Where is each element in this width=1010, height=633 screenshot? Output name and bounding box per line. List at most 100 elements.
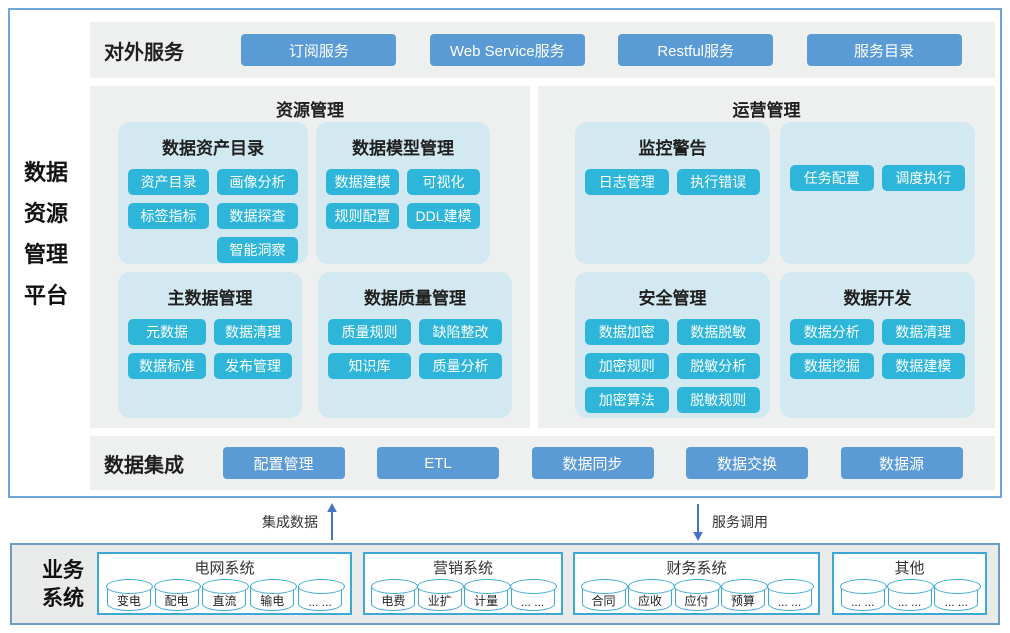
data-integration-buttons: 配置管理 ETL 数据同步 数据交换 数据源 <box>190 447 995 479</box>
external-services-row: 对外服务 订阅服务 Web Service服务 Restful服务 服务目录 <box>90 22 995 78</box>
other-system-title: 其他 <box>894 560 925 577</box>
database-cylinder-icon: ... ... <box>933 579 981 611</box>
finance-system-dbs: 合同 应收 应付 预算 ... ... <box>575 579 818 611</box>
data-exploration-button[interactable]: 数据探查 <box>217 203 298 229</box>
quality-analysis-button[interactable]: 质量分析 <box>419 353 502 379</box>
platform-title-line: 数据 <box>24 160 69 185</box>
db-label: 业扩 <box>427 594 452 608</box>
database-cylinder-icon: ... ... <box>840 579 888 611</box>
subscribe-service-button[interactable]: 订阅服务 <box>241 34 397 66</box>
database-cylinder-icon: 直流 <box>201 579 249 611</box>
defect-rectification-button[interactable]: 缺陷整改 <box>419 319 502 345</box>
data-development-title: 数据开发 <box>843 289 912 308</box>
database-cylinder-icon: ... ... <box>887 579 934 611</box>
platform-title-line: 管理 <box>24 242 69 267</box>
data-development-group: 数据开发 数据分析 数据清理 数据挖掘 数据建模 <box>780 272 975 418</box>
db-label: ... ... <box>851 595 875 609</box>
security-management-items: 数据加密 数据脱敏 加密规则 脱敏分析 加密算法 脱敏规则 <box>575 319 770 413</box>
config-management-button[interactable]: 配置管理 <box>222 447 345 479</box>
masking-rules-button[interactable]: 脱敏规则 <box>676 387 760 413</box>
data-cleaning-button[interactable]: 数据清理 <box>214 319 292 345</box>
data-integration-label: 数据集成 <box>104 454 184 477</box>
database-cylinder-icon: 配电 <box>154 579 202 611</box>
integrate-data-flow: 集成数据 <box>262 502 338 542</box>
web-service-button[interactable]: Web Service服务 <box>429 34 585 66</box>
data-masking-button[interactable]: 数据脱敏 <box>676 319 760 345</box>
power-grid-system-title: 电网系统 <box>194 560 255 577</box>
monitoring-alert-title: 监控警告 <box>638 139 707 158</box>
asset-catalog-button[interactable]: 资产目录 <box>128 169 209 195</box>
database-cylinder-icon: 计量 <box>463 579 511 611</box>
profile-analysis-button[interactable]: 画像分析 <box>217 169 298 195</box>
database-cylinder-icon: ... ... <box>510 579 558 611</box>
master-data-management-items: 元数据 数据清理 数据标准 发布管理 <box>118 319 302 379</box>
db-label: 应收 <box>637 594 662 608</box>
intelligent-insight-button[interactable]: 智能洞察 <box>217 237 298 263</box>
db-label: ... ... <box>897 595 922 609</box>
integrate-data-flow-label: 集成数据 <box>262 514 318 530</box>
data-model-management-group: 数据模型管理 数据建模 可视化 规则配置 DDL建模 <box>316 122 490 264</box>
db-label: ... ... <box>944 595 968 609</box>
task-config-button[interactable]: 任务配置 <box>790 165 874 191</box>
data-quality-management-group: 数据质量管理 质量规则 缺陷整改 知识库 质量分析 <box>318 272 512 418</box>
execution-errors-button[interactable]: 执行错误 <box>676 169 760 195</box>
data-modeling-button[interactable]: 数据建模 <box>326 169 399 195</box>
data-mining-button[interactable]: 数据挖掘 <box>790 353 874 379</box>
db-label: 预算 <box>730 594 755 608</box>
business-systems-label-line: 业务 <box>42 559 84 582</box>
data-exchange-button[interactable]: 数据交换 <box>686 447 808 479</box>
knowledge-base-button[interactable]: 知识库 <box>328 353 411 379</box>
data-sync-button[interactable]: 数据同步 <box>531 447 654 479</box>
visualization-button[interactable]: 可视化 <box>407 169 480 195</box>
data-model-management-title: 数据模型管理 <box>352 139 454 158</box>
ddl-modeling-button[interactable]: DDL建模 <box>407 203 480 229</box>
encryption-rules-button[interactable]: 加密规则 <box>585 353 669 379</box>
database-cylinder-icon: ... ... <box>767 579 814 611</box>
db-label: 电费 <box>381 594 406 608</box>
db-label: ... ... <box>777 595 802 609</box>
task-schedule-group: 任务配置 调度执行 <box>780 122 975 264</box>
database-cylinder-icon: 输电 <box>249 579 297 611</box>
marketing-system-box: 营销系统 电费 业扩 计量 ... ... <box>363 552 563 615</box>
encryption-algorithm-button[interactable]: 加密算法 <box>585 387 669 413</box>
masking-analysis-button[interactable]: 脱敏分析 <box>676 353 760 379</box>
quality-rules-button[interactable]: 质量规则 <box>328 319 411 345</box>
log-management-button[interactable]: 日志管理 <box>585 169 669 195</box>
service-catalog-button[interactable]: 服务目录 <box>806 34 962 66</box>
data-analysis-button[interactable]: 数据分析 <box>790 319 874 345</box>
db-label: 直流 <box>212 594 237 608</box>
etl-button[interactable]: ETL <box>377 447 499 479</box>
data-quality-management-title: 数据质量管理 <box>364 289 466 308</box>
restful-service-button[interactable]: Restful服务 <box>618 34 774 66</box>
data-integration-row: 数据集成 配置管理 ETL 数据同步 数据交换 数据源 <box>90 436 995 490</box>
platform-title-line: 资源 <box>24 201 69 226</box>
data-development-items: 数据分析 数据清理 数据挖掘 数据建模 <box>780 319 975 379</box>
data-asset-catalog-items: 资产目录 画像分析 标签指标 数据探查 智能洞察 <box>118 169 308 263</box>
database-cylinder-icon: 应收 <box>627 579 675 611</box>
master-data-management-title: 主数据管理 <box>167 289 253 308</box>
database-cylinder-icon: 变电 <box>106 579 154 611</box>
data-quality-management-items: 质量规则 缺陷整改 知识库 质量分析 <box>318 319 512 379</box>
resource-panel-title: 资源管理 <box>276 101 344 120</box>
data-cleaning-dev-button[interactable]: 数据清理 <box>881 319 965 345</box>
db-label: 计量 <box>474 594 499 608</box>
database-cylinder-icon: 预算 <box>720 579 768 611</box>
finance-system-title: 财务系统 <box>666 560 727 577</box>
data-standard-button[interactable]: 数据标准 <box>128 353 206 379</box>
finance-system-box: 财务系统 合同 应收 应付 预算 ... ... <box>573 552 820 615</box>
down-arrow-icon <box>693 504 703 541</box>
up-arrow-icon <box>327 503 337 540</box>
publish-management-button[interactable]: 发布管理 <box>214 353 292 379</box>
rule-config-button[interactable]: 规则配置 <box>326 203 399 229</box>
monitoring-alert-items: 日志管理 执行错误 <box>575 169 770 195</box>
data-modeling-dev-button[interactable]: 数据建模 <box>881 353 965 379</box>
data-source-button[interactable]: 数据源 <box>840 447 963 479</box>
security-management-title: 安全管理 <box>638 289 707 308</box>
data-encryption-button[interactable]: 数据加密 <box>585 319 669 345</box>
database-cylinder-icon: 合同 <box>581 579 628 611</box>
master-data-management-group: 主数据管理 元数据 数据清理 数据标准 发布管理 <box>118 272 302 418</box>
schedule-execution-button[interactable]: 调度执行 <box>881 165 965 191</box>
metadata-button[interactable]: 元数据 <box>128 319 206 345</box>
tag-metrics-button[interactable]: 标签指标 <box>128 203 209 229</box>
